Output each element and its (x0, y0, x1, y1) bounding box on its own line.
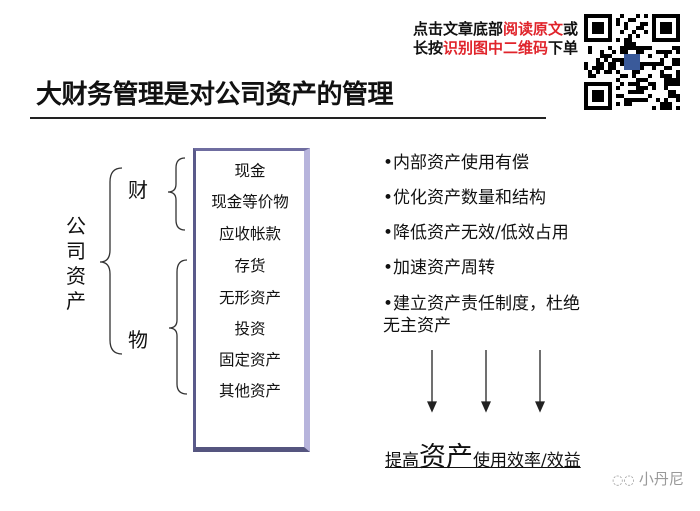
asset-item: 现金等价物 (211, 193, 289, 211)
asset-item: 应收帐款 (218, 225, 281, 243)
label-char: 产 (66, 289, 86, 313)
bullet-item: •优化资产数量和结构 (383, 188, 547, 208)
asset-item: 存货 (234, 257, 266, 275)
label-char: 公 (66, 214, 86, 238)
promo-text-part: 下单 (547, 39, 578, 57)
read-original-link-text: 阅读原文 (502, 20, 563, 38)
big-brace (99, 167, 123, 355)
page-title: 大财务管理是对公司资产的管理 (36, 80, 394, 110)
category-goods: 物 (128, 328, 148, 352)
bullet-item: •建立资产责任制度，杜绝 (383, 294, 581, 314)
bullet-item: •降低资产无效/低效占用 (383, 223, 569, 243)
asset-item: 现金 (234, 162, 266, 180)
scan-qr-text: 识别图中二维码 (442, 39, 548, 57)
promo-text-part: 点击文章底部 (412, 20, 503, 38)
asset-item: 无形资产 (218, 289, 281, 307)
promo-text: 点击文章底部阅读原文或 长按识别图中二维码下单 (395, 20, 578, 58)
wechat-icon: ◌◌ (612, 473, 639, 488)
promo-text-part: 或 (562, 20, 578, 38)
promo-text-part: 长按 (412, 39, 443, 57)
goal-part: 使用效率/效益 (473, 451, 581, 471)
goal-statement: 提高资产使用效率/效益 (385, 435, 581, 474)
goal-part: 提高 (385, 451, 419, 471)
asset-item: 其他资产 (218, 382, 281, 400)
watermark-text: 小丹尼 (638, 470, 684, 488)
arrowhead (480, 401, 492, 413)
bullet-item: •内部资产使用有偿 (383, 153, 530, 173)
asset-item: 投资 (234, 320, 266, 338)
asset-item: 固定资产 (218, 351, 281, 369)
bullet-item: •加速资产周转 (383, 258, 496, 278)
watermark: ◌◌ 小丹尼 (612, 468, 684, 489)
title-divider (30, 117, 546, 119)
company-assets-label: 公 司 资 产 (66, 214, 90, 314)
goal-emphasis: 资产 (419, 442, 473, 473)
bullet-item-continued: 无主资产 (383, 316, 451, 336)
label-char: 司 (66, 239, 86, 263)
asset-list-box: 现金 现金等价物 应收帐款 存货 无形资产 投资 固定资产 其他资产 (193, 148, 310, 452)
label-char: 资 (66, 264, 86, 288)
finance-brace (167, 157, 186, 231)
arrowhead (426, 401, 438, 413)
category-finance: 财 (128, 178, 148, 202)
qr-code-icon[interactable] (584, 14, 680, 110)
arrowhead (534, 401, 546, 413)
goods-brace (168, 259, 188, 395)
